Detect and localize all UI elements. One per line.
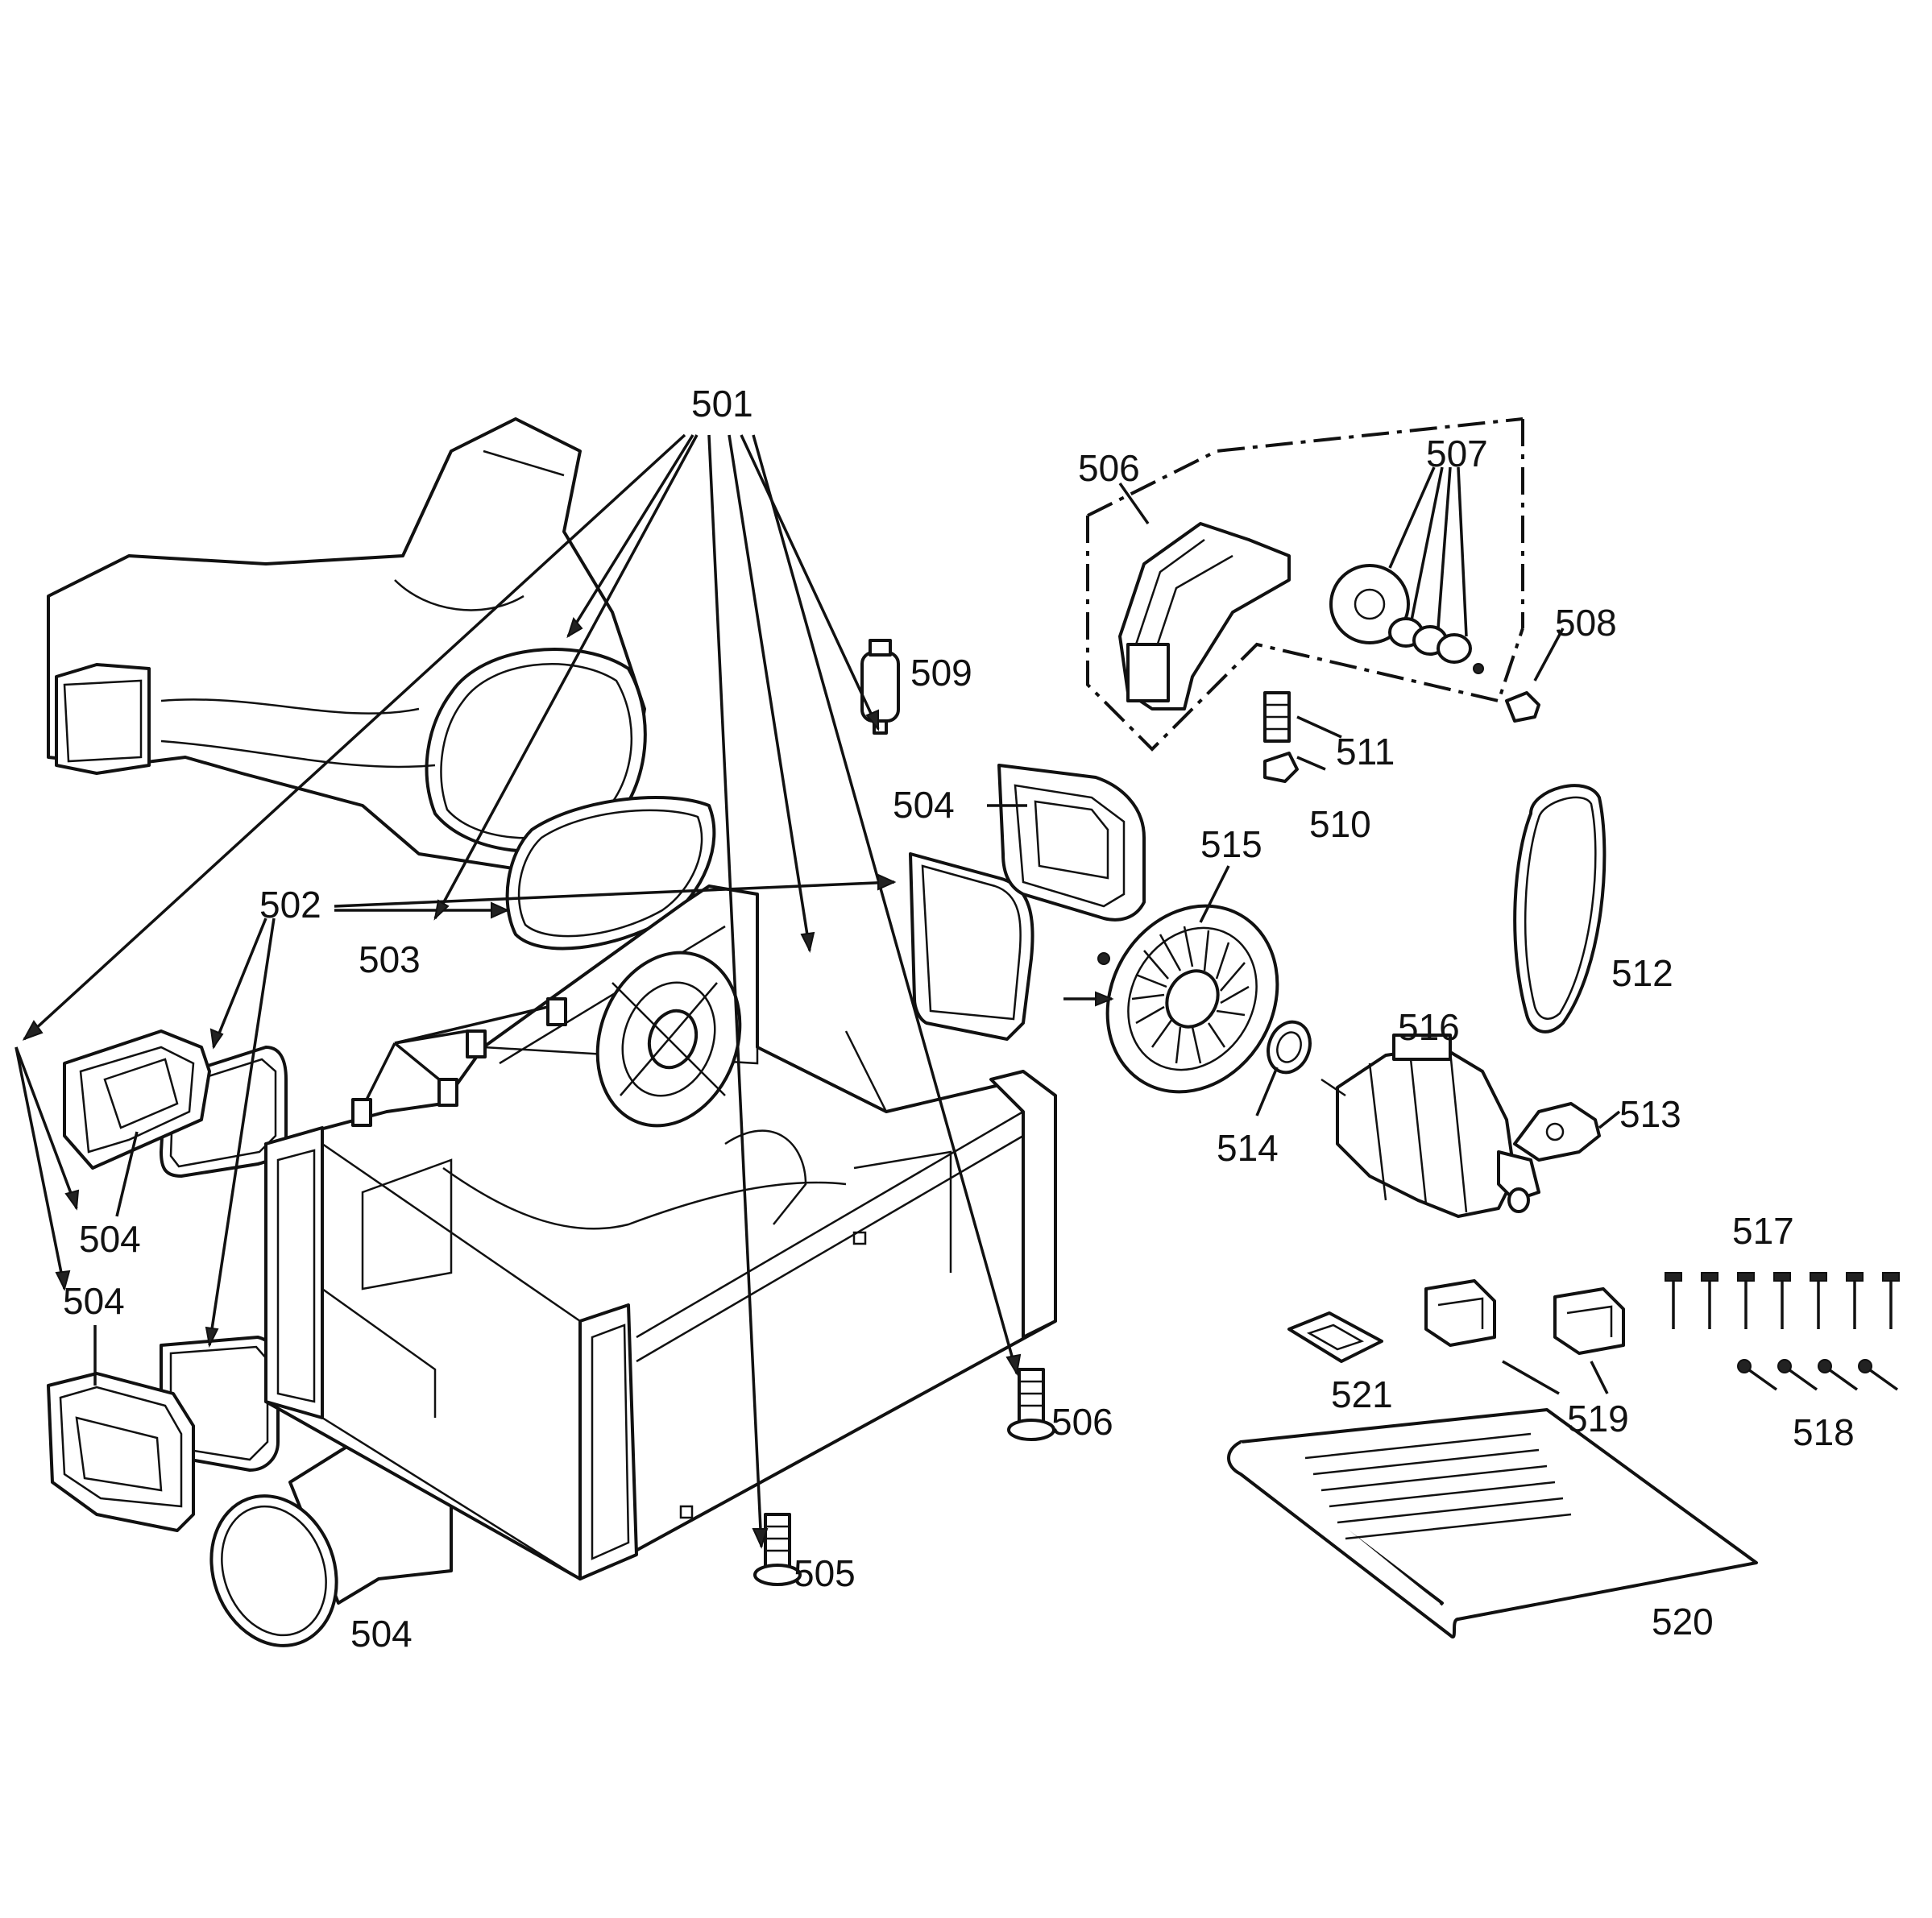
clip-parts <box>351 997 567 1127</box>
short-screw-parts <box>1737 1359 1899 1391</box>
leveling-foot-parts <box>753 1368 1055 1586</box>
inlet-flange-parts <box>47 764 1146 1532</box>
drive-belt-part <box>1513 784 1607 1034</box>
callout-504-left-lower: 504 <box>63 1280 125 1322</box>
callout-508: 507 <box>1426 433 1488 474</box>
long-screw-parts <box>1665 1272 1900 1329</box>
callout-503: 503 <box>359 938 421 980</box>
instruction-sheet-part <box>1227 1408 1758 1639</box>
capacitor-part <box>860 639 900 735</box>
callout-518: 517 <box>1732 1210 1794 1252</box>
base-frame <box>264 884 1057 1580</box>
callout-505: 504 <box>350 1613 413 1655</box>
leader-lines <box>15 433 1621 1547</box>
leader-arrowheads <box>22 616 1114 1549</box>
callout-521: 520 <box>1652 1601 1714 1643</box>
callout-513: 512 <box>1611 952 1673 994</box>
callout-520: 519 <box>1567 1398 1629 1440</box>
callout-501: 501 <box>691 383 753 425</box>
motor-part <box>1320 1034 1540 1218</box>
mounting-plate-part <box>1287 1311 1383 1363</box>
motor-bracket-part <box>1513 1102 1601 1162</box>
mounting-bracket-parts <box>1424 1279 1625 1355</box>
callout-502: 502 <box>259 884 321 926</box>
callout-506-front: 505 <box>794 1552 856 1594</box>
seal-part <box>1267 1020 1312 1075</box>
callout-522: 521 <box>1331 1373 1393 1415</box>
callout-509: 508 <box>1555 602 1617 644</box>
blower-wheel-part <box>1097 904 1279 1094</box>
callout-517: 516 <box>1398 1006 1460 1048</box>
air-duct-part <box>47 417 647 872</box>
idler-assembly-parts <box>1086 417 1540 783</box>
callout-515: 514 <box>1217 1127 1279 1169</box>
callout-510: 509 <box>910 652 972 694</box>
callout-512: 511 <box>1336 731 1395 773</box>
callout-507: 506 <box>1078 447 1140 489</box>
callout-506-rear: 506 <box>1051 1401 1113 1443</box>
callout-519: 518 <box>1793 1411 1855 1453</box>
callout-504-right: 504 <box>893 784 955 826</box>
callout-516: 515 <box>1200 823 1262 865</box>
callout-511: 510 <box>1309 803 1371 845</box>
callout-514: 513 <box>1619 1093 1681 1135</box>
callout-504-left-upper: 504 <box>79 1218 141 1260</box>
